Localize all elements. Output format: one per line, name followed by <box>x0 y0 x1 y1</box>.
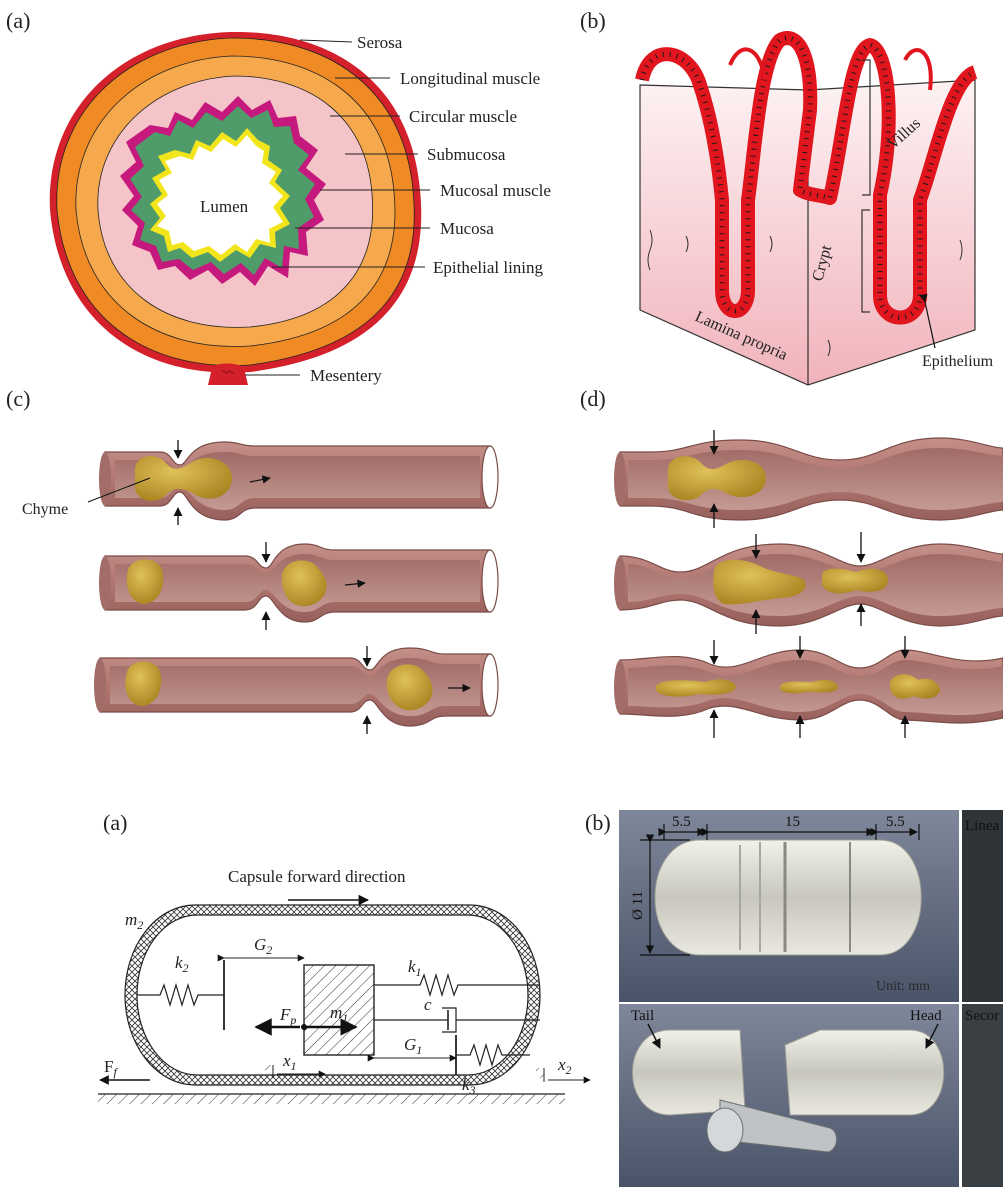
panel-a-cross-section: (a) Lumen Serosa Longitudinal muscle Cir… <box>6 8 551 385</box>
longitudinal-muscle-label: Longitudinal muscle <box>400 69 540 88</box>
epithelial-lining-label: Epithelial lining <box>433 258 544 277</box>
panel-b-tag: (b) <box>580 8 606 33</box>
dim-right-label: 5.5 <box>886 814 905 830</box>
capsule-diagram-tag: (a) <box>103 810 127 835</box>
panel-a-tag: (a) <box>6 8 30 33</box>
tube-c1: Chyme <box>22 440 498 525</box>
lumen-label: Lumen <box>200 197 249 216</box>
chyme-blob <box>822 569 888 594</box>
diameter-label: Ø 11 <box>630 891 646 920</box>
dim-left-label: 5.5 <box>672 814 691 830</box>
m2-label: m2 <box>125 910 143 932</box>
assembled-capsule <box>655 840 921 955</box>
forward-direction-label: Capsule forward direction <box>228 867 406 886</box>
serosa-label: Serosa <box>357 33 403 52</box>
head-label: Head <box>910 1008 942 1024</box>
mucosal-muscle-label: Mucosal muscle <box>440 181 551 200</box>
panel-c-tag: (c) <box>6 386 30 411</box>
c-label: c <box>424 995 432 1014</box>
x2-label: x2 <box>557 1055 572 1077</box>
epithelium-label: Epithelium <box>922 353 994 370</box>
tube-c2 <box>99 542 498 630</box>
circular-muscle-label: Circular muscle <box>409 107 517 126</box>
mucosa-label: Mucosa <box>440 219 494 238</box>
dim-mid-label: 15 <box>785 814 800 830</box>
mesentery-label: Mesentery <box>310 366 382 385</box>
panel-d-tag: (d) <box>580 386 606 411</box>
panel-b-villus-diagram: (b) Villus Crypt Lamina propria Epitheli… <box>580 8 994 385</box>
chyme-label: Chyme <box>22 501 68 518</box>
tube-d3 <box>614 636 1003 738</box>
panel-c-peristalsis: (c) Chyme <box>6 386 498 734</box>
tube-d2 <box>614 532 1003 634</box>
unit-label: Unit: mm <box>876 979 930 994</box>
right-bottom-label: Secor <box>965 1008 999 1024</box>
Ff-label: Ff <box>104 1057 118 1079</box>
panel-d-segmentation: (d) <box>580 386 1003 738</box>
tail-label: Tail <box>631 1008 654 1024</box>
tube-d1 <box>614 430 1003 528</box>
mesentery <box>208 364 248 386</box>
tube-c3 <box>94 646 498 734</box>
submucosa-label: Submucosa <box>427 145 506 164</box>
right-top-label: Linea <box>965 818 999 834</box>
capsule-head-part <box>785 1030 944 1115</box>
capsule-photo-tag: (b) <box>585 810 611 835</box>
capsule-photo-panel: (b) 5.5 15 5.5 Ø 11 Unit: mm Linea <box>585 810 1003 1187</box>
capsule-mechanics-diagram: (a) Capsule forward direction <box>98 810 590 1104</box>
